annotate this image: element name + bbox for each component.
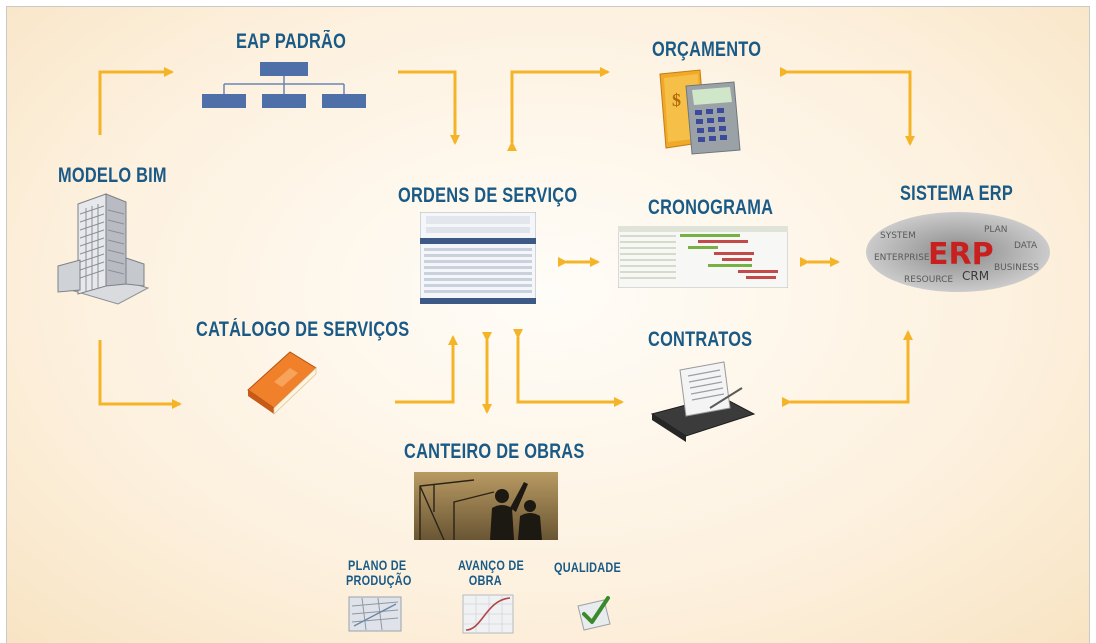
erp-text: ERP	[928, 237, 994, 272]
node-label-qualidade: QUALIDADE	[554, 559, 622, 575]
table-screenshot-icon	[420, 212, 536, 304]
arrow-catalogo-to-ordens	[395, 335, 458, 404]
svg-text:PLAN: PLAN	[984, 225, 1008, 235]
node-label-eap-padrao: EAP PADRÃO	[236, 30, 347, 53]
arrow-orcamento-erp	[780, 67, 915, 146]
node-label-orcamento: ORÇAMENTO	[652, 38, 762, 61]
arrow-bim-to-catalogo	[98, 340, 182, 409]
erp-word-cloud-icon: SYSTEM PLAN ENTERPRISE BUSINESS RESOURCE DAT…	[866, 212, 1050, 292]
arrow-bim-to-eap	[98, 67, 174, 135]
svg-text:BUSINESS: BUSINESS	[994, 263, 1039, 273]
node-label-contratos: CONTRATOS	[648, 328, 753, 351]
node-label-avanco-obra: AVANÇO DE OBRA	[458, 557, 524, 588]
plan-thumbnail-icon	[348, 596, 402, 632]
svg-text:ENTERPRISE: ENTERPRISE	[874, 253, 930, 263]
svg-text:DATA: DATA	[1014, 241, 1038, 251]
svg-text:$: $	[672, 90, 681, 110]
book-icon	[247, 351, 317, 415]
arrow-contratos-erp	[782, 330, 913, 407]
node-label-catalogo-servicos: CATÁLOGO DE SERVIÇOS	[196, 318, 410, 341]
gantt-chart-icon	[618, 226, 788, 288]
node-label-modelo-bim: MODELO BIM	[58, 164, 167, 187]
crm-text: CRM	[962, 269, 989, 283]
s-curve-thumbnail-icon	[462, 594, 514, 634]
svg-text:RESOURCE: RESOURCE	[904, 275, 953, 285]
arrow-eap-to-ordens	[398, 70, 460, 145]
node-label-sistema-erp: SISTEMA ERP	[900, 182, 1014, 205]
checkmark-icon	[577, 596, 611, 631]
node-label-ordens-servico: ORDENS DE SERVIÇO	[398, 184, 578, 207]
building-model-icon	[57, 193, 150, 305]
arrow-ordens-orcamento	[507, 67, 610, 151]
node-label-cronograma: CRONOGRAMA	[648, 196, 774, 219]
contract-folder-icon	[650, 361, 756, 442]
construction-site-photo-icon	[414, 472, 558, 540]
node-label-plano-producao: PLANO DE PRODUÇÃO	[346, 557, 412, 588]
org-chart-icon	[202, 62, 366, 108]
arrow-ordens-contratos	[513, 329, 624, 407]
node-label-canteiro-obras: CANTEIRO DE OBRAS	[404, 440, 585, 463]
calculator-icon: $	[659, 69, 741, 155]
svg-text:SYSTEM: SYSTEM	[880, 231, 916, 241]
